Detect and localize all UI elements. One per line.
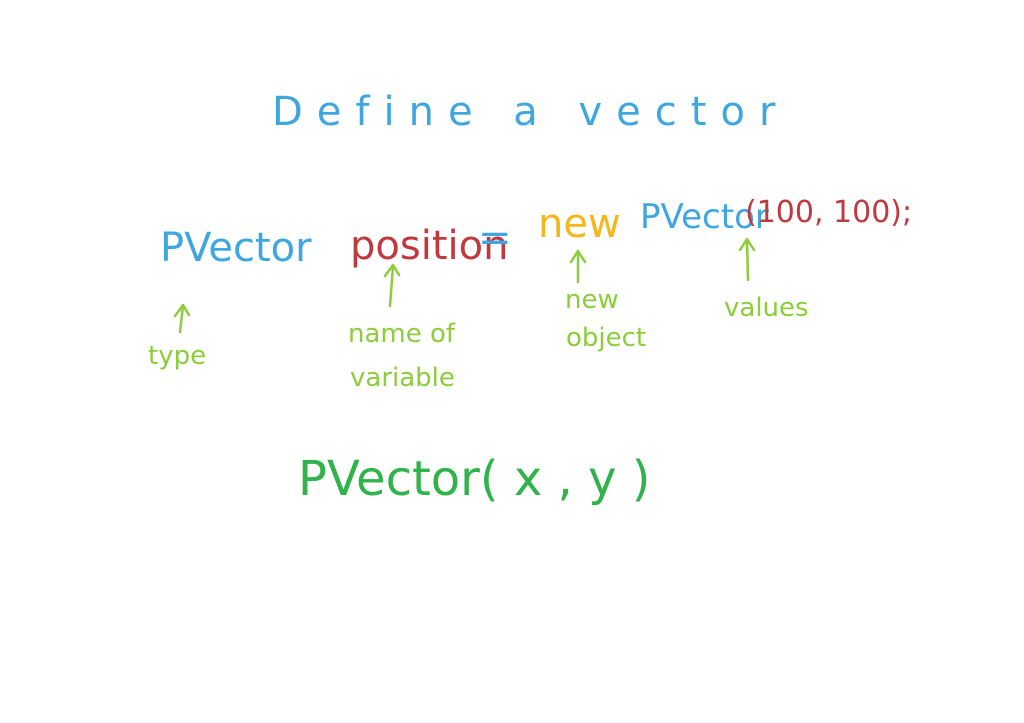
label-variable: variable	[350, 363, 455, 393]
label-name-of: name of	[348, 319, 456, 349]
heading: Define a vector	[272, 89, 790, 135]
label-new: new	[565, 285, 619, 315]
constructor-name: PVector	[640, 197, 769, 237]
constructor-signature: PVector( x , y )	[298, 451, 651, 507]
arrow-type	[173, 303, 191, 334]
label-type: type	[148, 341, 207, 371]
variable-name: position	[350, 223, 509, 269]
label-object: object	[566, 323, 647, 353]
arrow-values	[738, 237, 756, 282]
new-keyword: new	[538, 201, 621, 247]
label-values: values	[724, 293, 809, 323]
type-keyword: PVector	[160, 225, 312, 271]
constructor-args: (100, 100);	[745, 195, 913, 230]
arrow-variable	[383, 263, 401, 308]
arrow-new	[569, 249, 587, 284]
equals-sign: =	[478, 215, 512, 261]
